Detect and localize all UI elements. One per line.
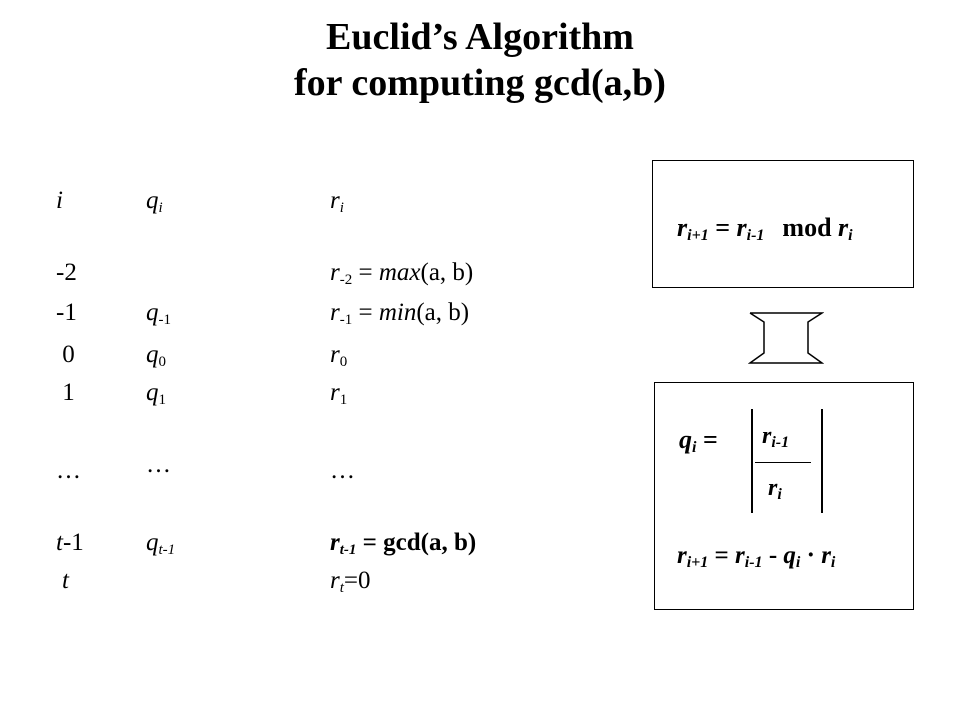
row-q: … <box>146 451 171 478</box>
row-q: q1 <box>146 379 166 408</box>
title-line-2: for computing gcd(a,b) <box>294 62 666 104</box>
fraction-denominator: ri <box>768 475 782 503</box>
recurrence-subtract-formula: ri+1 = ri-1 - qi · ri <box>677 542 836 571</box>
row-r: r-1 = min(a, b) <box>330 299 470 328</box>
row-q: qt-1 <box>146 529 176 558</box>
row-r: rt-1 = gcd(a, b) <box>330 529 477 558</box>
row-r: rt=0 <box>330 567 371 596</box>
row-index: 1 <box>56 379 75 406</box>
double-vertical-arrow-icon <box>748 312 824 364</box>
header-i: i <box>56 187 63 214</box>
title-line-1: Euclid’s Algorithm <box>326 16 634 58</box>
header-q: qi <box>146 187 163 216</box>
fraction-bar <box>755 462 811 463</box>
floor-left-bracket <box>751 409 753 513</box>
quotient-box: qi = ri-1 ri ri+1 = ri-1 - qi · ri <box>654 382 914 610</box>
row-index: 0 <box>56 341 75 368</box>
row-r: r1 <box>330 379 348 408</box>
row-q: q-1 <box>146 299 171 328</box>
row-index: -1 <box>56 299 77 326</box>
fraction-numerator: ri-1 <box>762 423 790 451</box>
row-index: t-1 <box>56 529 84 556</box>
row-index: -2 <box>56 259 77 286</box>
quotient-label: qi = <box>679 425 718 456</box>
row-index: t <box>62 567 69 594</box>
row-q: q0 <box>146 341 166 370</box>
header-r: ri <box>330 187 344 216</box>
row-r: r0 <box>330 341 348 370</box>
row-index: … <box>56 457 81 484</box>
floor-right-bracket <box>821 409 823 513</box>
row-r: r-2 = max(a, b) <box>330 259 474 288</box>
row-r: … <box>330 457 355 484</box>
